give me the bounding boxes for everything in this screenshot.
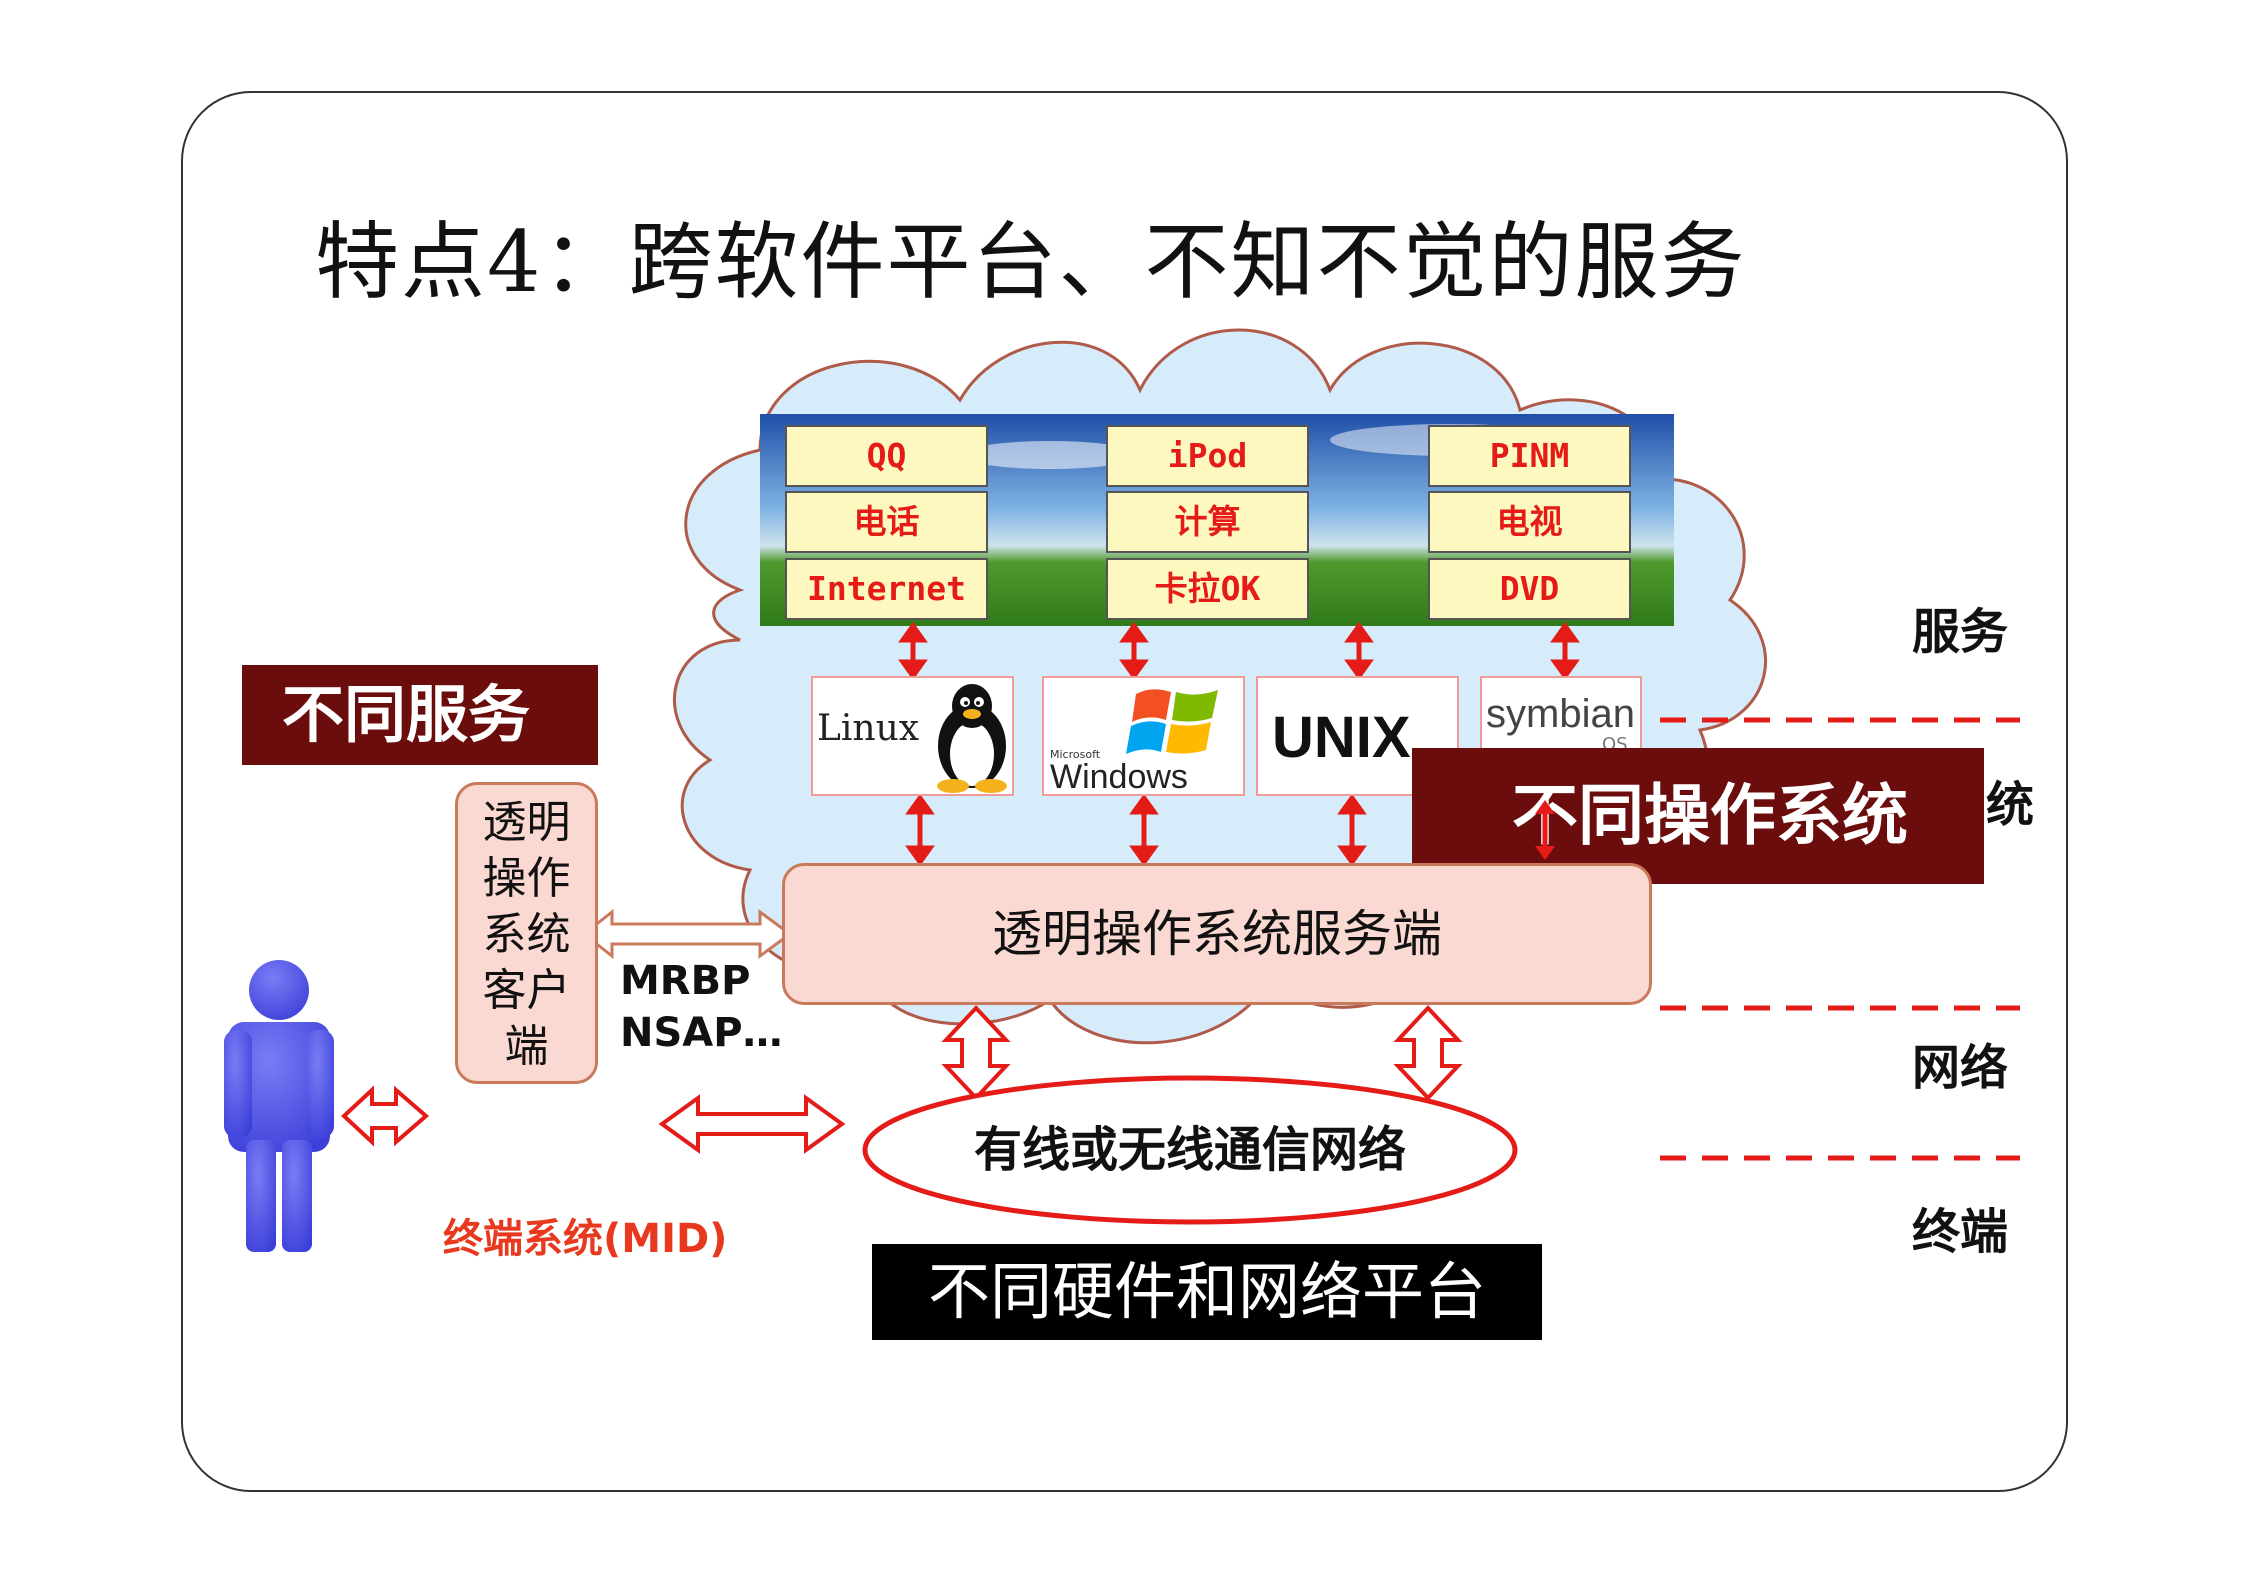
client-label-line: 端 [504, 1021, 549, 1072]
terminal-network-arrow [658, 1094, 846, 1154]
layer-terminal: 终端 [1912, 1204, 2009, 1260]
client-label-line: 透明 [482, 797, 571, 848]
app-karaoke: 卡拉OK [1106, 558, 1309, 620]
network-label: 有线或无线通信网络 [973, 1122, 1406, 1178]
windows-logo: Microsoft Windows [1042, 676, 1245, 796]
banner-different-services: 不同服务 [242, 665, 598, 765]
layer-network: 网络 [1912, 1040, 2009, 1096]
linux-wordmark: Linux [817, 708, 920, 749]
app-compute: 计算 [1106, 491, 1309, 553]
page-title: 特点4：跨软件平台、不知不觉的服务 [315, 213, 1747, 311]
banner-different-hardware: 不同硬件和网络平台 [872, 1244, 1542, 1340]
linux-logo: Linux [811, 676, 1014, 796]
layer-separators [1660, 717, 2020, 1161]
server-network-arrows [941, 1005, 1463, 1101]
transparent-os-server: 透明操作系统服务端 [782, 863, 1652, 1005]
user-person-icon [224, 960, 334, 1252]
symbian-server-arrow [1535, 800, 1555, 860]
client-label-line: 系统 [482, 909, 571, 960]
protocol-labels: MRBP NSAP… [620, 955, 783, 1059]
person-client-arrow [341, 1085, 430, 1147]
transparent-os-client: 透明 操作 系统 客户 端 [455, 782, 598, 1084]
client-server-arrow [581, 908, 793, 960]
cloud-wisp [960, 441, 1140, 469]
network-ellipse [862, 1075, 1518, 1225]
tux-penguin-icon [937, 684, 1007, 793]
layer-system-partial: 统 [1986, 777, 2035, 833]
windows-wordmark: Windows [1050, 758, 1188, 796]
unix-wordmark: UNIX [1272, 705, 1411, 770]
symbian-wordmark: symbian [1486, 692, 1635, 736]
terminal-system-label: 终端系统(MID) [443, 1216, 728, 1262]
app-pinm: PINM [1428, 425, 1631, 487]
windows-flag-icon [1126, 689, 1218, 754]
banner-different-os: 不同操作系统 [1412, 748, 1984, 884]
layer-service: 服务 [1912, 604, 2009, 660]
protocol-mrbp: MRBP [620, 958, 751, 1004]
app-dvd: DVD [1428, 558, 1631, 620]
app-os-arrows [898, 621, 1580, 681]
microsoft-small-text: Microsoft [1050, 748, 1101, 761]
app-phone: 电话 [785, 491, 988, 553]
app-internet: Internet [785, 558, 988, 620]
client-label-line: 操作 [482, 853, 571, 904]
protocol-nsap: NSAP… [620, 1010, 783, 1056]
unix-logo: UNIX [1256, 676, 1459, 796]
app-tv: 电视 [1428, 491, 1631, 553]
client-label-line: 客户 [482, 965, 571, 1016]
app-ipod: iPod [1106, 425, 1309, 487]
app-qq: QQ [785, 425, 988, 487]
